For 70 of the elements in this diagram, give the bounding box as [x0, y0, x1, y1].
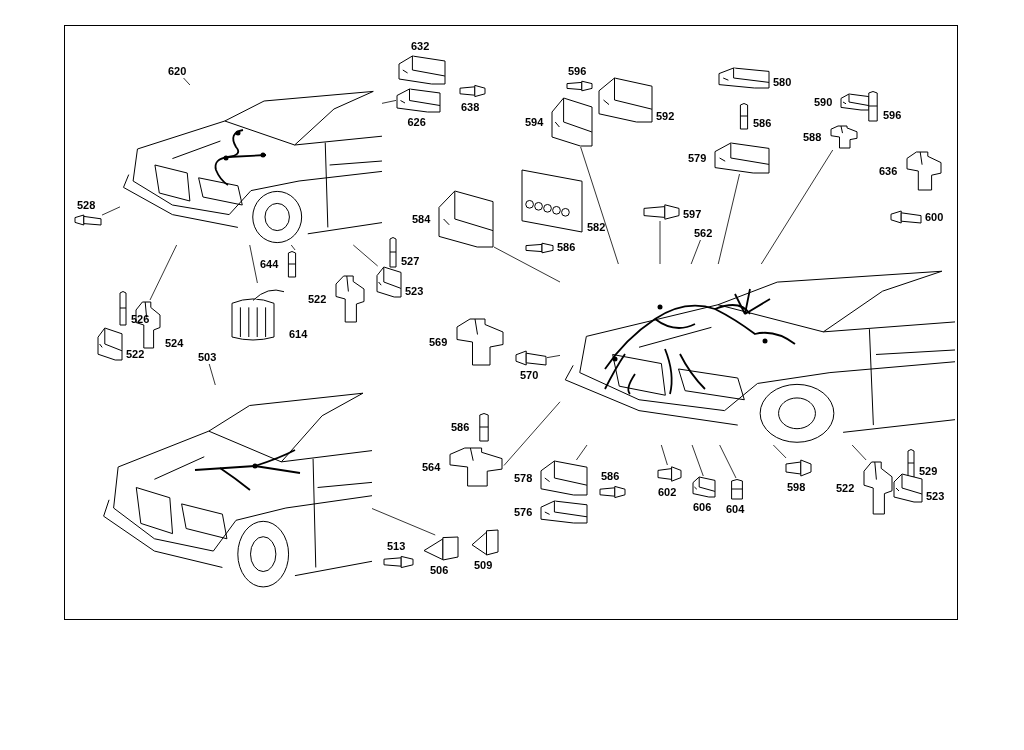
callout-number: 522 — [836, 481, 855, 495]
callout-number: 564 — [422, 460, 441, 474]
callout-number: 586 — [451, 420, 470, 434]
callout-number: 570 — [520, 368, 539, 382]
callout-number: 506 — [430, 563, 449, 577]
callout-number: 523 — [926, 489, 945, 503]
callout-number: 614 — [289, 327, 308, 341]
callout-number: 522 — [126, 347, 145, 361]
leader-line — [183, 77, 191, 86]
leader-line — [208, 363, 216, 386]
callout-number: 579 — [688, 151, 707, 165]
callout-number: 586 — [557, 240, 576, 254]
callout-number: 596 — [568, 64, 587, 78]
callout-number: 513 — [387, 539, 406, 553]
callout-number: 620 — [168, 64, 187, 78]
leader-line — [690, 239, 701, 265]
leader-line — [660, 444, 668, 466]
callout-number: 596 — [883, 108, 902, 122]
leader-line — [101, 206, 121, 216]
leader-line — [760, 149, 834, 265]
callout-number: 576 — [514, 505, 533, 519]
leader-line — [352, 244, 379, 267]
leader-line — [719, 444, 737, 479]
callout-number: 600 — [925, 210, 944, 224]
callout-number: 580 — [773, 75, 792, 89]
callout-number: 584 — [412, 212, 431, 226]
callout-number: 588 — [803, 130, 822, 144]
leader-line — [503, 401, 561, 466]
leader-line — [546, 355, 561, 359]
callout-number: 594 — [525, 115, 544, 129]
callout-number: 590 — [814, 95, 833, 109]
callout-number: 636 — [879, 164, 898, 178]
leader-line — [371, 508, 436, 536]
leader-line — [249, 244, 258, 284]
callout-number: 626 — [407, 115, 426, 129]
callout-number: 578 — [514, 471, 533, 485]
callout-number: 582 — [587, 220, 606, 234]
callout-number: 592 — [656, 109, 675, 123]
leader-line — [772, 444, 787, 459]
leader-line — [290, 244, 296, 251]
callout-number: 598 — [787, 480, 806, 494]
callout-number: 522 — [308, 292, 327, 306]
callout-number: 597 — [683, 207, 702, 221]
callout-number: 604 — [726, 502, 745, 516]
leader-line — [149, 244, 178, 301]
callout-number: 638 — [461, 100, 480, 114]
callout-number: 523 — [405, 284, 424, 298]
leader-line — [580, 146, 619, 265]
leader-line — [659, 220, 661, 265]
callout-number: 586 — [601, 469, 620, 483]
callout-number: 524 — [165, 336, 184, 350]
callout-number: 644 — [260, 257, 279, 271]
callout-number: 632 — [411, 39, 430, 53]
leader-line — [576, 444, 588, 461]
leader-line — [851, 444, 867, 461]
callout-number: 527 — [401, 254, 420, 268]
callout-number: 562 — [694, 226, 713, 240]
callout-number: 509 — [474, 558, 493, 572]
callout-number: 526 — [131, 312, 150, 326]
leader-line — [691, 444, 704, 477]
callout-number: 606 — [693, 500, 712, 514]
callout-number: 602 — [658, 485, 677, 499]
callout-number: 586 — [753, 116, 772, 130]
callout-number: 569 — [429, 335, 448, 349]
leader-line — [717, 173, 740, 265]
callout-number: 503 — [198, 350, 217, 364]
leader-line — [381, 100, 397, 104]
callout-number: 529 — [919, 464, 938, 478]
leader-line — [493, 246, 561, 283]
callout-number: 528 — [77, 198, 96, 212]
